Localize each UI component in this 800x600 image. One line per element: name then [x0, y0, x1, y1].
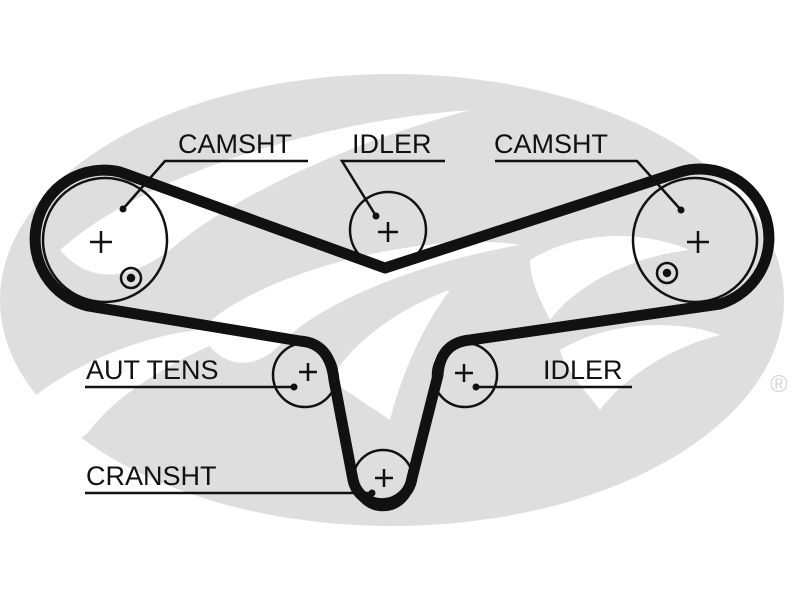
auto-tensioner-label: AUT TENS — [86, 355, 219, 385]
watermark-swoosh-5 — [530, 236, 690, 320]
camshaft-right-leader — [495, 159, 682, 211]
center-marks — [90, 222, 709, 487]
watermark-swoosh-6 — [560, 325, 720, 410]
leader-lines — [85, 159, 682, 495]
camshaft-left-dot — [119, 205, 127, 213]
camshaft-left-pulley — [41, 176, 169, 304]
idler-bottom-center-icon — [455, 364, 473, 382]
auto-tensioner-dot — [290, 383, 298, 391]
camshaft-left-leader — [122, 159, 308, 210]
crankshaft-label: CRANSHT — [86, 461, 217, 491]
auto-tensioner-center-icon — [299, 363, 317, 381]
idler-bottom-label: IDLER — [543, 355, 623, 385]
camshaft-right-label: CAMSHT — [494, 129, 608, 159]
camshaft-right-dot — [677, 206, 685, 214]
timing-marks — [119, 261, 679, 290]
idler-bottom-dot — [472, 383, 480, 391]
idler-top-dot — [372, 212, 380, 220]
camshaft-left-center-icon — [90, 231, 112, 253]
watermark-swoosh-3 — [30, 328, 250, 443]
camshaft-right-pulley — [631, 176, 759, 304]
watermark-swoosh-4 — [330, 290, 450, 420]
camshaft-left-timing-mark-icon — [119, 266, 143, 290]
camshaft-right-center-icon — [687, 231, 709, 253]
watermark-swoosh-1 — [60, 110, 470, 275]
idler-top-center-icon — [378, 222, 398, 242]
timing-belt — [29, 163, 775, 510]
idler-top-leader — [339, 159, 445, 217]
leader-dots — [119, 205, 685, 497]
crankshaft-center-icon — [375, 469, 393, 487]
registered-mark: ® — [770, 371, 788, 398]
idler-top-label: IDLER — [352, 129, 432, 159]
labels: CAMSHT IDLER CAMSHT AUT TENS IDLER CRANS… — [86, 129, 623, 491]
camshaft-right-timing-mark-icon — [655, 261, 679, 285]
crankshaft-dot — [368, 489, 376, 497]
camshaft-left-label: CAMSHT — [178, 129, 292, 159]
